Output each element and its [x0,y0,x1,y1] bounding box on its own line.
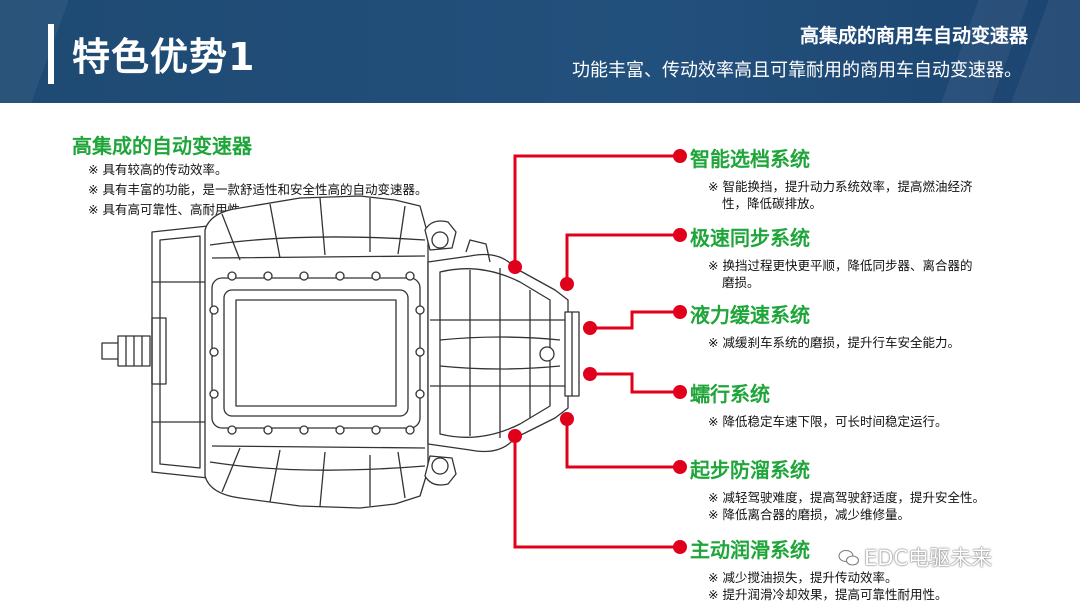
header-subtitle: 功能丰富、传动效率高且可靠耐用的商用车自动变速器。 [572,60,1022,81]
feature-desc-line: 磨损。 [722,275,760,290]
feature-active-lubrication: 主动润滑系统 ※ 减少搅油损失，提升传动效率。 ※ 提升润滑冷却效果，提高可靠性… [690,534,947,603]
watermark: EDC电驱未来 [838,542,992,572]
callout-end-dot [673,228,687,242]
feature-title: 起步防溜系统 [690,458,810,482]
feature-desc-line: ※ 减轻驾驶难度，提高驾驶舒适度，提升安全性。 [708,490,985,505]
feature-hydraulic-retarder: 液力缓速系统 ※ 减缓刹车系统的磨损，提升行车安全能力。 [690,299,960,351]
feature-fast-sync: 极速同步系统 ※ 换挡过程更快更平顺，降低同步器、离合器的 磨损。 [690,222,972,291]
feature-creep: 蠕行系统 ※ 降低稳定车速下限，可长时间稳定运行。 [690,378,947,430]
feature-desc: ※ 减轻驾驶难度，提高驾驶舒适度，提升安全性。 ※ 降低离合器的磨损，减少维修量… [708,489,985,523]
callout-dot [583,367,597,381]
wechat-icon [838,550,859,566]
header-title: 高集成的商用车自动变速器 [799,25,1028,47]
feature-desc-line: ※ 减少搅油损失，提升传动效率。 [708,570,898,585]
feature-hill-start-assist: 起步防溜系统 ※ 减轻驾驶难度，提高驾驶舒适度，提升安全性。 ※ 降低离合器的磨… [690,454,985,523]
feature-title: 智能选档系统 [690,147,810,171]
callout-dot [508,260,522,274]
feature-desc-line: ※ 降低稳定车速下限，可长时间稳定运行。 [708,414,948,429]
feature-desc-line: ※ 减缓刹车系统的磨损，提升行车安全能力。 [708,335,960,350]
feature-title: 液力缓速系统 [690,303,810,327]
feature-desc-line: ※ 智能换挡，提升动力系统效率，提高燃油经济 [708,179,973,194]
callout-end-dot [673,305,687,319]
feature-desc: ※ 降低稳定车速下限，可长时间稳定运行。 [708,413,947,430]
feature-desc: ※ 减少搅油损失，提升传动效率。 ※ 提升润滑冷却效果，提高可靠性耐用性。 [708,569,947,603]
title-accent-bar [48,24,54,84]
feature-title: 极速同步系统 [690,226,810,250]
intro-bullet: ※ 具有丰富的功能，是一款舒适性和安全性高的自动变速器。 [88,182,428,197]
feature-desc-line: ※ 降低离合器的磨损，减少维修量。 [708,507,910,522]
intro-bullets: ※ 具有较高的传动效率。 ※ 具有丰富的功能，是一款舒适性和安全性高的自动变速器… [88,160,427,220]
watermark-text: EDC电驱未来 [864,546,993,570]
callout-end-dot [673,540,687,554]
page-title: 特色优势1 [72,35,256,79]
callout-dot [583,321,597,335]
callout-dot [560,412,574,426]
feature-desc-line: ※ 提升润滑冷却效果，提高可靠性耐用性。 [708,587,948,602]
callout-end-dot [673,149,687,163]
feature-desc: ※ 智能换挡，提升动力系统效率，提高燃油经济 性，降低碳排放。 [708,178,972,212]
header-stripe [0,0,69,103]
header-banner: 特色优势1 高集成的商用车自动变速器 功能丰富、传动效率高且可靠耐用的商用车自动… [0,0,1080,103]
feature-smart-gear-selection: 智能选档系统 ※ 智能换挡，提升动力系统效率，提高燃油经济 性，降低碳排放。 [690,143,972,212]
feature-desc-line: ※ 换挡过程更快更平顺，降低同步器、离合器的 [708,258,973,273]
intro-heading: 高集成的自动变速器 [72,134,252,158]
feature-desc: ※ 换挡过程更快更平顺，降低同步器、离合器的 磨损。 [708,257,972,291]
feature-desc: ※ 减缓刹车系统的磨损，提升行车安全能力。 [708,334,960,351]
callout-end-dot [673,385,687,399]
intro-bullet: ※ 具有较高的传动效率。 [88,162,228,177]
callout-dot [508,429,522,443]
feature-title: 蠕行系统 [690,382,770,406]
callout-end-dot [673,460,687,474]
feature-desc-line: 性，降低碳排放。 [722,196,823,211]
intro-bullet: ※ 具有高可靠性、高耐用性。 [88,202,253,217]
callout-dot [560,277,574,291]
feature-title: 主动润滑系统 [690,538,810,562]
